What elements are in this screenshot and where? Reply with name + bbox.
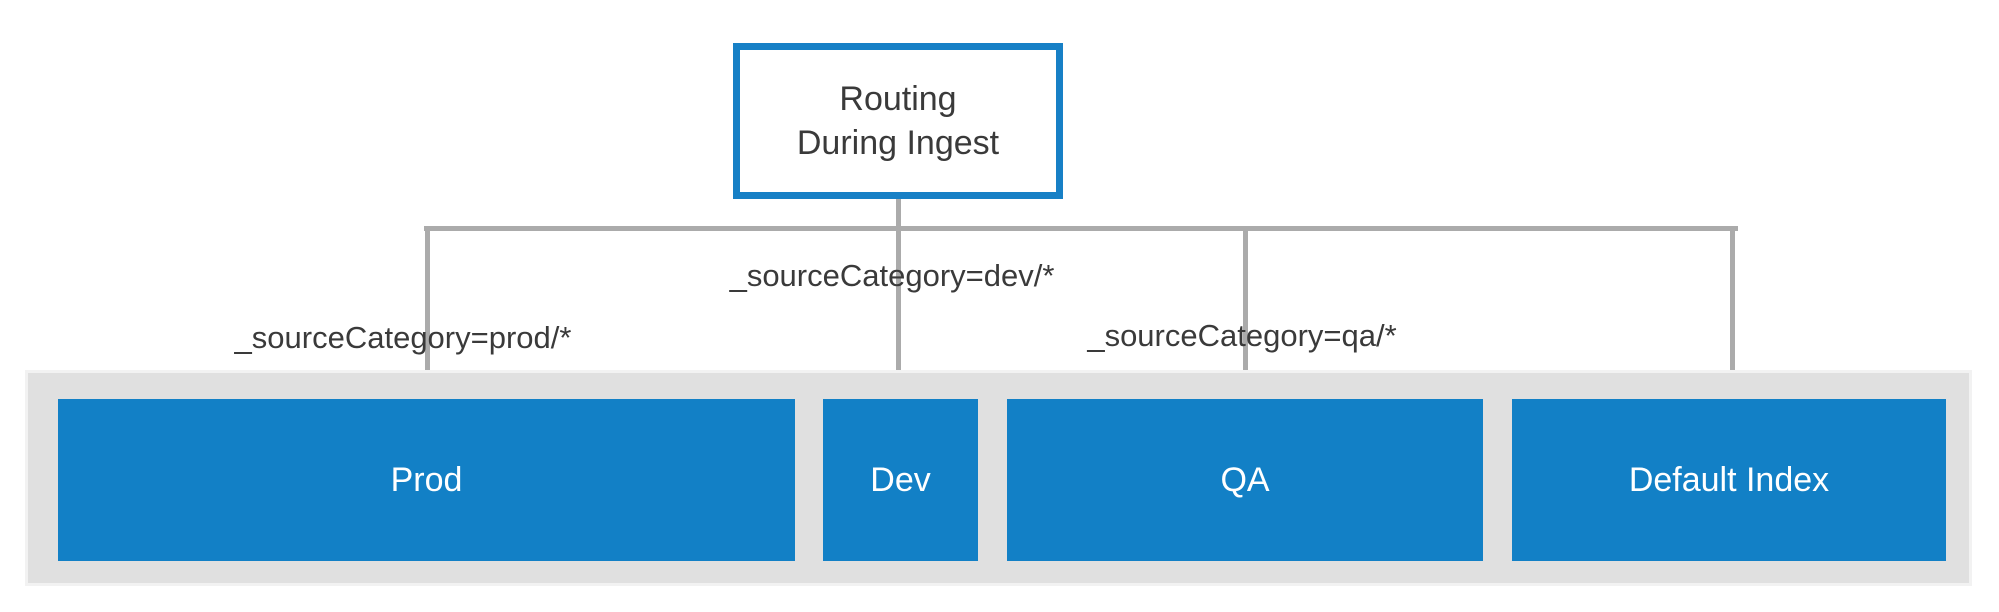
edge-label-prod: _sourceCategory=prod/* bbox=[234, 320, 572, 355]
index-box-label: Dev bbox=[870, 460, 931, 499]
index-box-label: QA bbox=[1220, 460, 1270, 499]
connector-drop-dev bbox=[896, 228, 901, 387]
index-box-qa: QA bbox=[1007, 399, 1483, 561]
connector-drop-qa bbox=[1243, 228, 1248, 387]
edge-label-qa: _sourceCategory=qa/* bbox=[1087, 318, 1397, 353]
index-box-label: Prod bbox=[390, 460, 463, 499]
connector-drop-default-index bbox=[1730, 228, 1735, 387]
index-box-dev: Dev bbox=[823, 399, 978, 561]
index-box-prod: Prod bbox=[58, 399, 795, 561]
connector-drop-prod bbox=[425, 228, 430, 387]
index-box-default-index: Default Index bbox=[1512, 399, 1946, 561]
edge-label-dev: _sourceCategory=dev/* bbox=[729, 258, 1055, 293]
root-node-label-line1: Routing bbox=[839, 80, 957, 118]
connector-horizontal-line bbox=[424, 226, 1738, 231]
index-box-label: Default Index bbox=[1628, 460, 1830, 499]
routing-root-node: Routing During Ingest bbox=[733, 43, 1063, 199]
connector-root-stub bbox=[896, 199, 901, 228]
root-node-label-line2: During Ingest bbox=[796, 124, 1000, 162]
